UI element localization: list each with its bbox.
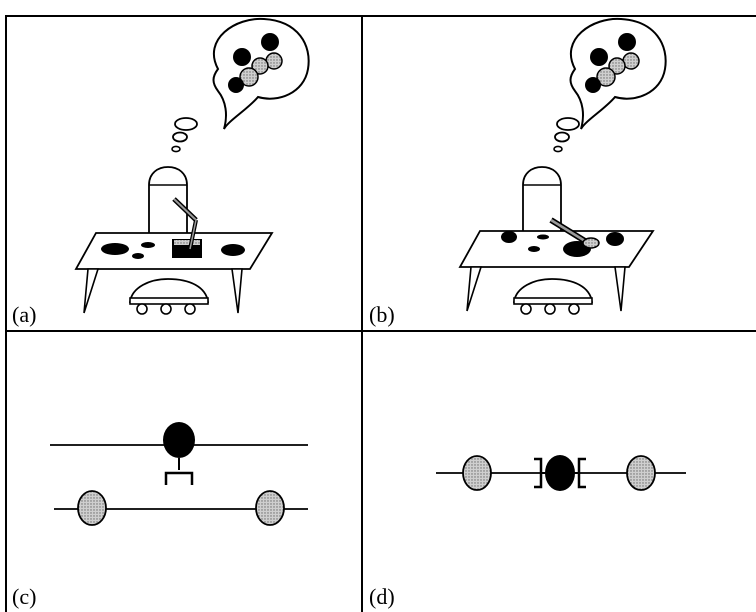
frame-vertical-divider: [361, 15, 363, 612]
robot-scooping-from-tall-box-icon: [74, 17, 310, 315]
panel-label-c: (c): [12, 584, 37, 609]
panel-label-b: (b): [369, 302, 395, 327]
frame-horizontal-divider: [5, 330, 756, 332]
two-line-gripper-diagram-icon: [50, 422, 308, 526]
robot-scooping-from-bowl-icon: [458, 17, 667, 315]
panel-label-a: (a): [12, 302, 37, 327]
frame-left-border: [5, 15, 7, 612]
panel-d: (d): [363, 332, 756, 612]
panel-a: (a): [6, 17, 361, 330]
single-line-gripper-diagram-icon: [436, 455, 686, 491]
panel-c: (c): [6, 332, 361, 612]
panel-label-d: (d): [369, 584, 395, 609]
frame-top-border: [5, 15, 756, 17]
panel-b: (b): [363, 17, 756, 330]
